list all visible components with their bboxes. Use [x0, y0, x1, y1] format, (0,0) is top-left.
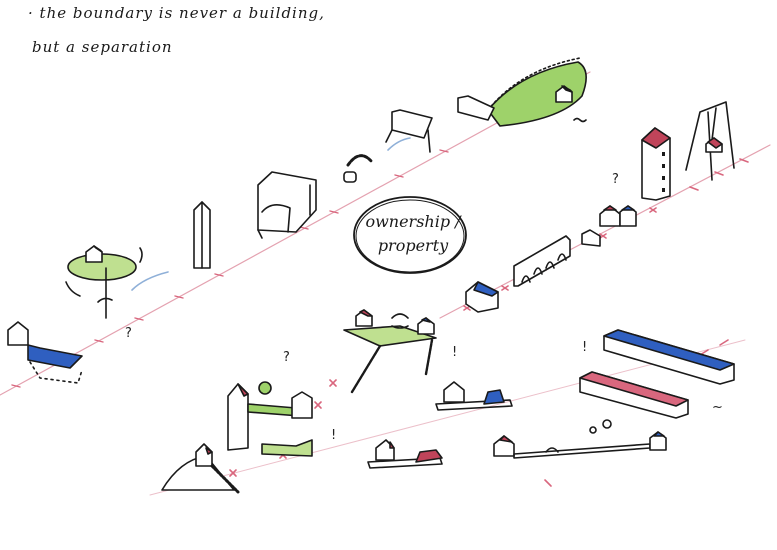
- twin-houses: [581, 205, 637, 247]
- note-line-1: · the boundary is never a building,: [28, 4, 325, 22]
- exclaim-mark: !: [452, 345, 458, 360]
- arched-wall: [513, 235, 571, 287]
- swing-house: [685, 101, 735, 181]
- exclaim-mark: !: [331, 428, 337, 443]
- question-mark: ?: [612, 172, 619, 187]
- red-roof-long-barn: [579, 371, 689, 419]
- green-field-farm: [457, 57, 587, 127]
- house-with-red-car: [367, 439, 443, 469]
- center-label-line-1: ownership /: [365, 212, 461, 231]
- castle-green-bridge: [227, 381, 313, 457]
- exclaim-mark: !: [582, 340, 588, 355]
- blue-roof-house: [465, 281, 499, 313]
- small-arch-structure: [343, 154, 374, 183]
- question-mark: ?: [283, 350, 290, 365]
- gate-arch-frame: [257, 171, 317, 239]
- tilde-mark: ~: [712, 400, 723, 415]
- two-houses-long-road: [493, 419, 667, 459]
- tall-tower: [193, 201, 211, 269]
- bridge-bench: [385, 109, 433, 153]
- question-mark: ?: [125, 326, 132, 341]
- house-with-blue-car: [435, 381, 513, 411]
- center-label: ownership / property: [365, 210, 461, 258]
- tall-red-roof-tower: [641, 127, 671, 201]
- floating-green-platform: [343, 309, 437, 394]
- boundary-line-lower: [149, 339, 746, 496]
- blue-roof-long-barn: [603, 329, 735, 385]
- house-on-blue-platform: [7, 321, 83, 384]
- center-label-line-2: property: [377, 236, 449, 255]
- ownership-oval: [353, 196, 467, 274]
- note-line-2: but a separation: [32, 38, 173, 56]
- rotating-green-disc-house: [65, 245, 169, 319]
- staircase-hill-house: [161, 443, 240, 494]
